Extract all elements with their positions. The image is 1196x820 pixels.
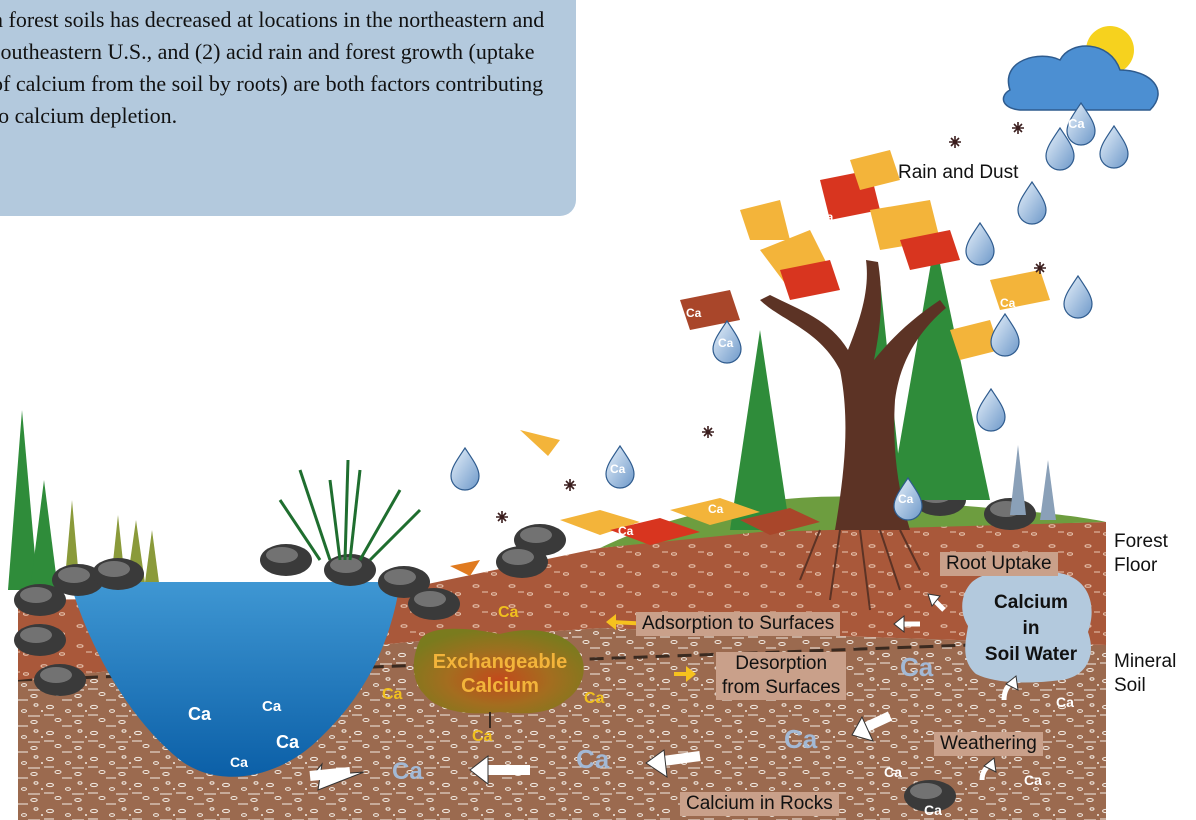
label-calcium-in-rocks: Calcium in Rocks bbox=[680, 792, 839, 816]
ca-symbol: Ca bbox=[230, 754, 248, 770]
ca-symbol: Ca bbox=[276, 732, 299, 753]
ca-symbol: Ca bbox=[1056, 694, 1074, 710]
label-weathering: Weathering bbox=[934, 732, 1043, 756]
label-rain-and-dust: Rain and Dust bbox=[898, 162, 1018, 184]
ca-symbol: Ca bbox=[784, 724, 817, 755]
ca-symbol: Ca bbox=[262, 698, 281, 715]
ca-symbol: Ca bbox=[924, 802, 942, 818]
ca-symbol: Ca bbox=[818, 210, 833, 224]
ca-symbol: Ca bbox=[686, 306, 701, 320]
ca-symbol: Ca bbox=[718, 336, 733, 350]
info-box: n forest soils has decreased at location… bbox=[0, 0, 576, 216]
ca-symbol: Ca bbox=[898, 492, 913, 506]
ca-symbol: Ca bbox=[900, 652, 933, 683]
ca-symbol: Ca bbox=[392, 758, 423, 786]
ca-symbol: Ca bbox=[584, 690, 604, 708]
grass-tuft bbox=[280, 460, 420, 560]
ca-symbol: Ca bbox=[498, 604, 518, 622]
ca-symbol: Ca bbox=[576, 744, 609, 775]
ca-symbol: Ca bbox=[1024, 772, 1042, 788]
ca-symbol: Ca bbox=[188, 704, 211, 725]
ca-symbol: Ca bbox=[1000, 296, 1015, 310]
ca-symbol: Ca bbox=[618, 524, 633, 538]
background-trees-left bbox=[8, 410, 160, 590]
info-text: n forest soils has decreased at location… bbox=[0, 4, 558, 132]
ca-symbol: Ca bbox=[884, 764, 902, 780]
label-adsorption: Adsorption to Surfaces bbox=[636, 612, 840, 636]
ca-symbol: Ca bbox=[1068, 116, 1085, 131]
ca-symbol: Ca bbox=[382, 686, 402, 704]
ca-symbol: Ca bbox=[708, 502, 723, 516]
cloud-and-sun bbox=[1003, 26, 1158, 110]
label-root-uptake: Root Uptake bbox=[940, 552, 1058, 576]
ca-symbol: Ca bbox=[610, 462, 625, 476]
ca-symbol: Ca bbox=[472, 728, 492, 746]
